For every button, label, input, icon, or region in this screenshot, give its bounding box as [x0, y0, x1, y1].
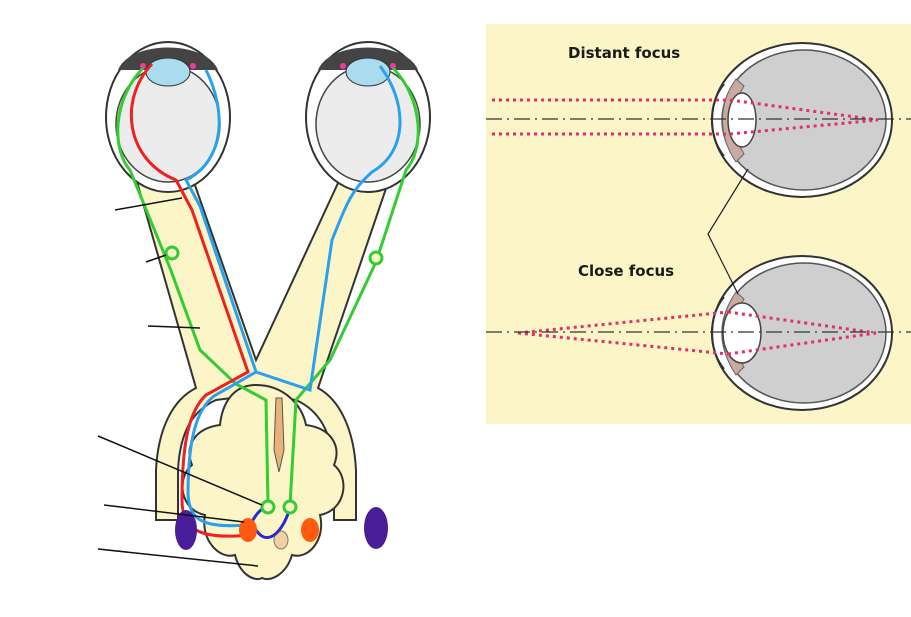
lateral-geniculate-right: [364, 507, 388, 549]
close-eye: [711, 255, 893, 411]
close-focus-label: Close focus: [578, 262, 674, 280]
lateral-geniculate-left: [175, 510, 197, 550]
midline-nucleus: [273, 530, 289, 550]
pretectal-nucleus-left: [239, 518, 257, 542]
ciliary-ganglion-right: [368, 250, 384, 266]
distant-focus-label: Distant focus: [568, 44, 680, 62]
green-pathway-left: [116, 66, 270, 506]
cerebral-aqueduct: [273, 397, 285, 473]
leader-line-5: [103, 504, 245, 523]
accommodation-diagram: Distant focus Close focus: [486, 24, 911, 424]
close-lens: [722, 302, 762, 364]
leader-line-4: [97, 435, 263, 506]
close-rays: [517, 310, 877, 356]
edinger-westphal-left: [260, 499, 276, 515]
distant-lens: [727, 92, 757, 148]
pretectal-nucleus-right: [301, 518, 319, 542]
leader-line-3: [147, 325, 201, 329]
distant-rays: [492, 98, 879, 136]
accommodation-svg: Distant focus Close focus: [486, 24, 911, 424]
edinger-westphal-right: [282, 499, 298, 515]
distant-eye: [711, 42, 893, 198]
leader-line-1: [114, 197, 183, 211]
ciliary-ganglion-left: [164, 245, 180, 261]
blue-pathway: [183, 65, 402, 392]
ciliary-connector-line: [707, 168, 749, 295]
right-eye: [305, 41, 431, 193]
leader-line-2: [145, 254, 167, 263]
left-eye: [105, 41, 231, 193]
pathway-svg: [97, 41, 431, 580]
leader-line-6: [97, 548, 259, 567]
blue-pathway-lower: [186, 370, 257, 528]
pupillary-reflex-diagram: [97, 41, 431, 580]
